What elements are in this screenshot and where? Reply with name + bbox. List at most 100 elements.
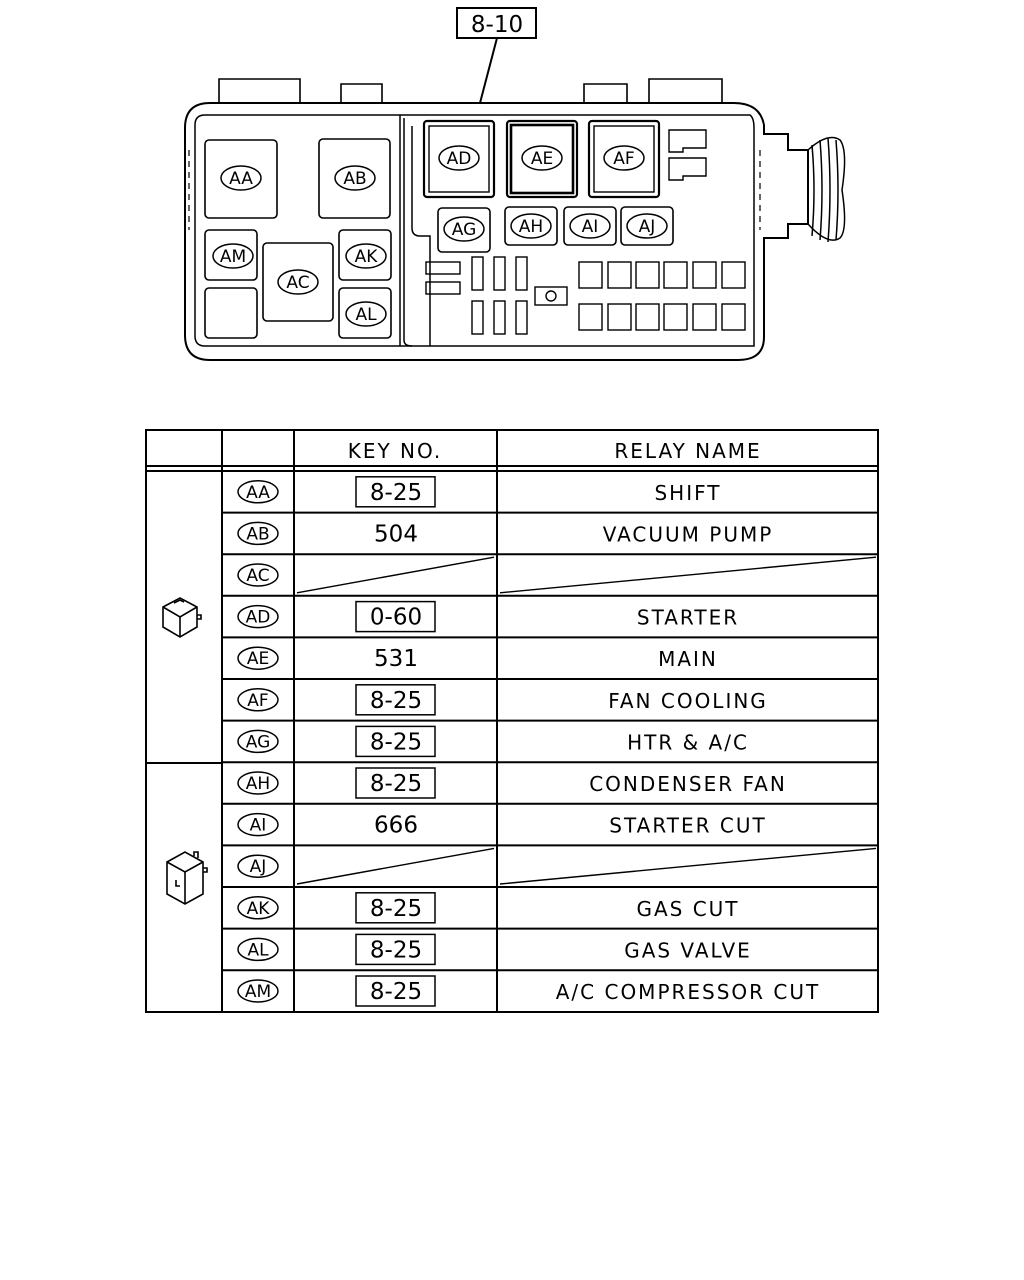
callout: 8-10 <box>456 7 537 104</box>
key-no: 531 <box>374 646 418 672</box>
label-AJ: AJ <box>626 213 668 239</box>
label-AE: AE <box>521 145 563 171</box>
relay-code: AK <box>247 899 271 919</box>
key-no: 8-25 <box>370 896 422 922</box>
key-no: 8-25 <box>370 937 422 963</box>
relay-box-diagram: 8-10 <box>184 7 846 361</box>
header-key-no: KEY NO. <box>348 439 443 463</box>
relay-name: CONDENSER FAN <box>589 772 787 796</box>
top-tabs <box>218 78 723 102</box>
label-AA: AA <box>220 165 262 191</box>
svg-text:AK: AK <box>355 247 379 267</box>
svg-text:AB: AB <box>343 169 366 189</box>
relay-code: AB <box>246 524 269 544</box>
svg-text:AI: AI <box>582 217 599 237</box>
label-AI: AI <box>569 213 611 239</box>
relay-code: AL <box>247 940 269 960</box>
empty-slash <box>499 556 877 594</box>
key-no: 8-25 <box>370 480 422 506</box>
relay-name: FAN COOLING <box>608 689 768 713</box>
table-header: KEY NO. RELAY NAME <box>348 439 761 463</box>
label-AC: AC <box>277 269 319 295</box>
relay-name: VACUUM PUMP <box>603 522 774 546</box>
label-AM: AM <box>212 243 254 269</box>
table-row: AB 504 VACUUM PUMP <box>222 521 878 556</box>
table-row: AF 8-25 FAN COOLING <box>222 684 878 722</box>
svg-text:AJ: AJ <box>639 217 656 237</box>
label-AH: AH <box>510 213 552 239</box>
key-box <box>355 600 436 633</box>
relay-code: AJ <box>250 857 267 877</box>
label-AB: AB <box>334 165 376 191</box>
relay-name: GAS VALVE <box>624 938 752 962</box>
key-box <box>355 767 436 799</box>
key-box <box>355 892 436 924</box>
label-AF: AF <box>603 145 645 171</box>
relay-code: AF <box>247 691 268 711</box>
code-oval <box>237 688 279 712</box>
key-box <box>355 725 436 758</box>
svg-text:AF: AF <box>613 149 634 169</box>
key-no: 8-25 <box>370 771 422 797</box>
key-no: 504 <box>374 521 418 547</box>
relay-labels: AA AB AM AC AK AL AD AE <box>212 145 668 327</box>
svg-text:AD: AD <box>447 149 472 169</box>
table-row: AC <box>222 556 878 597</box>
relay-code: AC <box>246 566 269 586</box>
relay-code: AH <box>246 774 270 794</box>
table-row: AL 8-25 GAS VALVE <box>222 933 878 972</box>
svg-text:AE: AE <box>531 149 553 169</box>
code-oval <box>237 937 279 962</box>
empty-slash <box>499 847 877 885</box>
code-oval <box>237 604 279 629</box>
svg-text:AC: AC <box>286 273 309 293</box>
empty-slash <box>296 556 495 594</box>
relay-code: AM <box>245 982 271 1002</box>
header-relay-name: RELAY NAME <box>614 439 761 463</box>
callout-label: 8-10 <box>471 12 523 38</box>
svg-text:AG: AG <box>452 220 477 240</box>
relay-name: MAIN <box>658 647 718 671</box>
terminal-tabs <box>668 129 707 181</box>
key-no: 0-60 <box>370 605 422 631</box>
code-oval <box>237 646 279 670</box>
relay-name: STARTER <box>637 606 739 630</box>
relay-name: SHIFT <box>654 481 721 505</box>
code-oval <box>237 729 279 754</box>
key-box <box>355 476 436 508</box>
code-oval <box>237 854 279 878</box>
key-no: 666 <box>374 813 418 839</box>
grommet-connector <box>807 136 846 243</box>
key-box <box>355 684 436 716</box>
table-row: AK 8-25 GAS CUT <box>222 892 878 930</box>
label-AD: AD <box>438 145 480 171</box>
key-no: 8-25 <box>370 979 422 1005</box>
relay-type-1-icon <box>162 597 202 638</box>
relay-code: AE <box>247 649 269 669</box>
relay-code: AI <box>250 816 267 836</box>
table-row: AJ <box>222 847 878 888</box>
code-oval <box>237 979 279 1003</box>
relay-code: AD <box>246 608 271 628</box>
table-row: AE 531 MAIN <box>222 646 878 680</box>
relay-name: HTR & A/C <box>627 730 749 754</box>
key-no: 8-25 <box>370 688 422 714</box>
relay-type-2-icon <box>166 851 208 905</box>
relay-name: GAS CUT <box>636 897 739 921</box>
code-oval <box>237 563 279 587</box>
label-AL: AL <box>345 301 387 327</box>
relay-code: AG <box>246 732 271 752</box>
svg-text:AH: AH <box>519 217 543 237</box>
code-oval <box>237 521 279 546</box>
svg-text:AL: AL <box>355 305 377 325</box>
code-oval <box>237 896 279 920</box>
housing <box>184 102 809 361</box>
key-box <box>355 933 436 966</box>
empty-slash <box>296 847 495 885</box>
code-oval <box>237 480 279 504</box>
svg-text:AM: AM <box>220 247 246 267</box>
